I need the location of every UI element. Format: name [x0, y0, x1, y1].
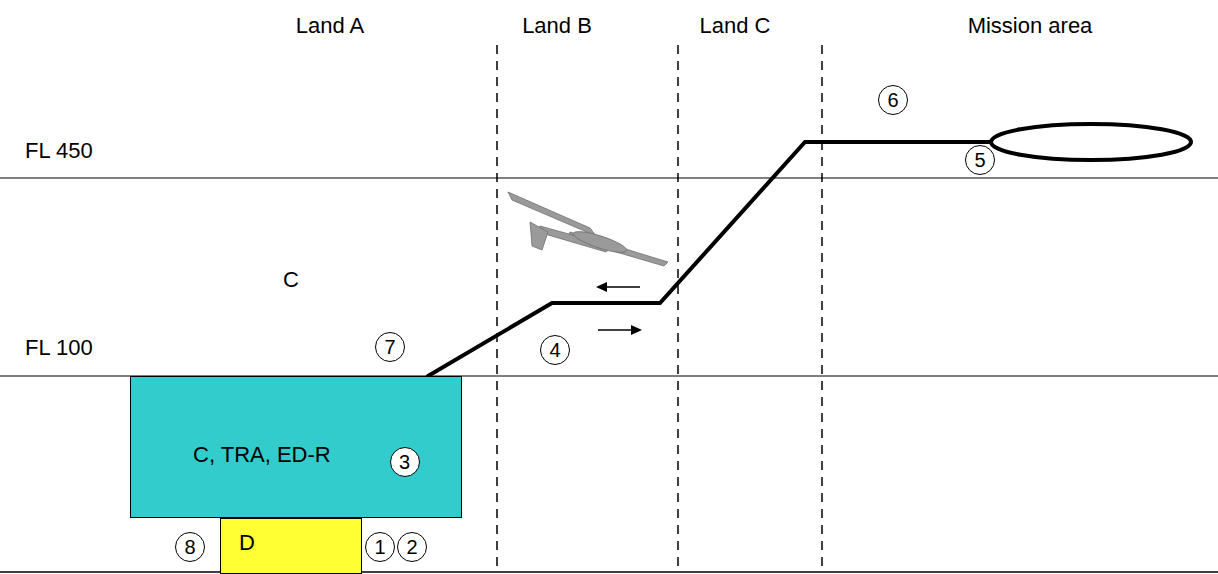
callout-number-text: 1 [374, 537, 385, 557]
callout-number: 1 [365, 532, 395, 562]
region-label: Land B [522, 14, 592, 38]
callout-number-text: 5 [974, 150, 985, 170]
callout-number-text: 4 [549, 340, 560, 360]
region-label: Land A [296, 14, 365, 38]
callout-number: 6 [878, 85, 908, 115]
callout-number: 4 [540, 335, 570, 365]
airspace-label: C, TRA, ED-R [193, 443, 331, 467]
region-label: Mission area [968, 14, 1093, 38]
flight-level-label: FL 100 [25, 336, 93, 360]
flight-level-label: FL 450 [25, 139, 93, 163]
airspace-class-label: C [283, 268, 299, 292]
airspace-label: D [239, 531, 255, 555]
region-label: Land C [700, 14, 771, 38]
restricted-airspace-box: C, TRA, ED-R 3 [130, 376, 462, 518]
control-zone-box: D [220, 518, 362, 574]
callout-number-text: 3 [399, 452, 410, 472]
callout-number: 8 [175, 532, 205, 562]
callout-number-text: 6 [887, 90, 898, 110]
callout-number-text: 2 [406, 537, 417, 557]
callout-number-text: 7 [384, 337, 395, 357]
callout-number: 2 [397, 532, 427, 562]
callout-number-text: 8 [184, 537, 195, 557]
callout-number: 5 [965, 145, 995, 175]
callout-number: 3 [390, 447, 420, 477]
callout-number: 7 [375, 332, 405, 362]
